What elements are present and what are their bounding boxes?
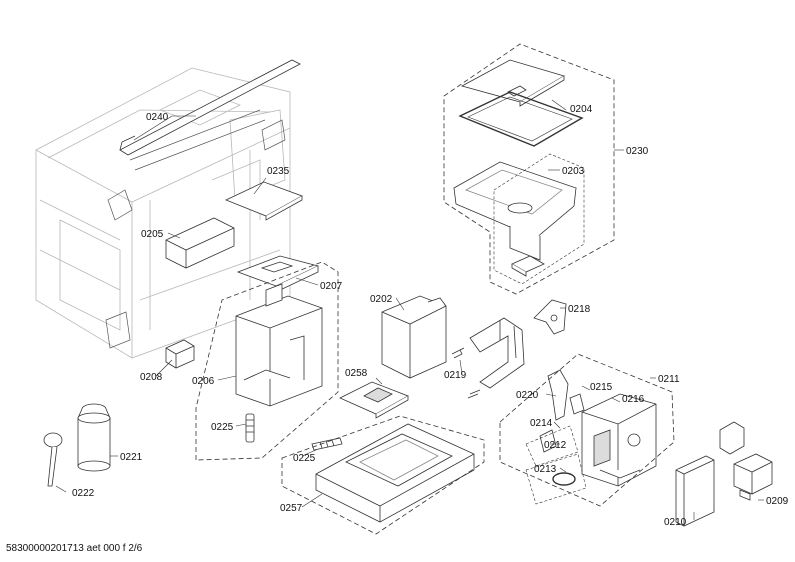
- measuring-spoon-part: [43, 432, 63, 487]
- part-label-0235: 0235: [267, 166, 290, 177]
- drip-tray-part: [165, 217, 235, 269]
- part-label-0210: 0210: [664, 517, 687, 528]
- part-label-0213: 0213: [534, 464, 557, 475]
- part-label-0215: 0215: [590, 382, 613, 393]
- chute-part: [381, 295, 447, 379]
- grinder-plate-part: [339, 381, 409, 419]
- part-label-0205: 0205: [141, 229, 164, 240]
- cover-part: [236, 255, 320, 293]
- lid-part: [460, 59, 565, 107]
- part-label-0221: 0221: [120, 452, 143, 463]
- part-label-0214: 0214: [530, 418, 553, 429]
- part-label-0209: 0209: [766, 496, 789, 507]
- part-label-0257: 0257: [280, 503, 303, 514]
- gear-part: [539, 369, 585, 486]
- side-panel-part: [675, 455, 715, 527]
- leader-lines: [55, 99, 764, 520]
- part-label-0220: 0220: [516, 390, 539, 401]
- base-tray-part: [315, 423, 475, 523]
- part-label-0207: 0207: [320, 281, 343, 292]
- part-label-0225-a: 0225: [211, 422, 234, 433]
- part-label-0218: 0218: [568, 304, 591, 315]
- small-bracket-part: [511, 255, 545, 277]
- lever-frame-part: [469, 317, 525, 389]
- part-label-0204: 0204: [570, 104, 593, 115]
- part-label-0230: 0230: [626, 146, 649, 157]
- part-label-0208: 0208: [140, 372, 163, 383]
- part-label-0202: 0202: [370, 294, 393, 305]
- housing-frame: [35, 67, 291, 359]
- part-label-0206: 0206: [192, 376, 215, 387]
- plate-part: [225, 181, 303, 221]
- document-id: 58300000201713 aet 000 f 2/6: [6, 543, 143, 554]
- connector-part: [719, 421, 773, 501]
- part-label-0240: 0240: [146, 112, 169, 123]
- housing-details: [105, 109, 286, 349]
- rail-part: [119, 59, 301, 156]
- part-label-0212: 0212: [544, 440, 567, 451]
- part-label-0211: 0211: [658, 374, 680, 385]
- part-label-0219: 0219: [444, 370, 467, 381]
- brewing-unit-part: [581, 393, 657, 487]
- seal-part: [458, 91, 584, 147]
- group-boundaries: [195, 43, 675, 535]
- filter-cartridge-part: [77, 403, 111, 472]
- springs-part: [451, 347, 481, 399]
- part-labels: 0240 0235 0205 0207 0206 0208 0225 0221 …: [72, 104, 789, 528]
- part-label-0258: 0258: [345, 368, 368, 379]
- angle-bracket-part: [533, 299, 567, 335]
- part-label-0203: 0203: [562, 166, 585, 177]
- part-label-0216: 0216: [622, 394, 645, 405]
- clip-part: [165, 339, 195, 369]
- container-part: [235, 283, 323, 407]
- subgroup-boundaries: [493, 153, 587, 505]
- part-label-0222: 0222: [72, 488, 95, 499]
- screw-part-b: [311, 437, 343, 451]
- screw-part-a: [245, 413, 255, 443]
- bean-bowl-part: [453, 161, 577, 261]
- part-label-0225-b: 0225: [293, 453, 316, 464]
